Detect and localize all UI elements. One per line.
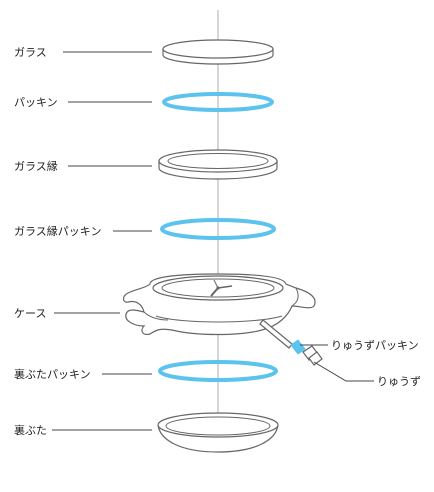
caseback-packing-label: 裏ぶたパッキン bbox=[14, 367, 91, 381]
bezel-label: ガラス縁 bbox=[14, 159, 58, 173]
bezel-part bbox=[158, 149, 278, 180]
crown-leader bbox=[313, 361, 374, 382]
caseback-part bbox=[157, 412, 279, 453]
minute-hand bbox=[217, 285, 233, 289]
caseback-label: 裏ぶた bbox=[14, 423, 47, 437]
bezel-packing-ring bbox=[160, 218, 276, 240]
glass-part bbox=[162, 39, 274, 65]
case-part bbox=[122, 273, 316, 349]
crown-packing-label: りゅうずパッキン bbox=[331, 339, 419, 352]
glass-label: ガラス bbox=[14, 46, 47, 59]
case-label: ケース bbox=[14, 307, 46, 320]
crown-part bbox=[302, 345, 323, 366]
bezel-packing-label: ガラス縁パッキン bbox=[14, 224, 101, 238]
crown-packing-part bbox=[290, 339, 306, 355]
caseback-packing-ring bbox=[158, 360, 278, 382]
hour-hand bbox=[210, 287, 219, 297]
crown-label: りゅうず bbox=[377, 375, 421, 388]
packing-label: パッキン bbox=[14, 96, 58, 109]
packing-ring bbox=[162, 92, 274, 112]
